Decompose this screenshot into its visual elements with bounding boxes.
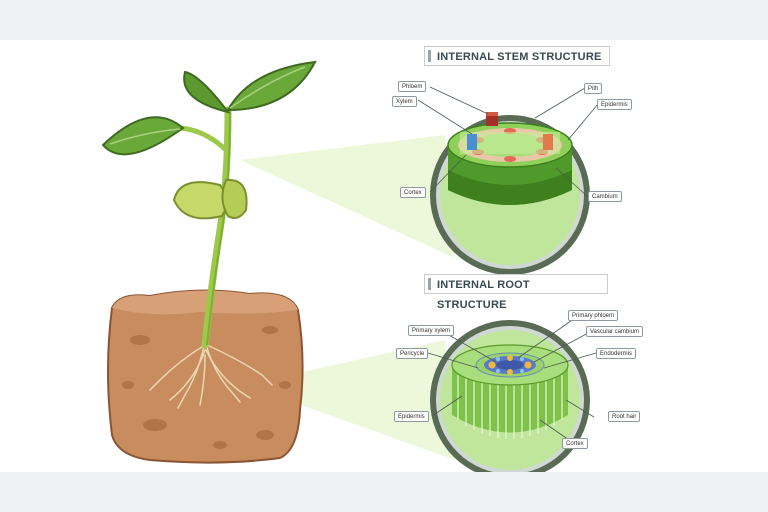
label-root-hair: Root hair xyxy=(608,411,641,422)
label-pith: Pith xyxy=(584,83,603,94)
label-stem-epidermis: Epidermis xyxy=(597,99,632,110)
stem-zoom-beam xyxy=(240,135,455,258)
label-primary-phloem: Primary phloem xyxy=(568,310,619,321)
label-pericycle: Pericycle xyxy=(396,348,429,359)
label-primary-xylem: Primary xylem xyxy=(408,325,455,336)
soil-block xyxy=(107,289,304,464)
stem-cross-section xyxy=(417,86,599,275)
plant-illustration xyxy=(101,60,599,472)
plant-leaves xyxy=(101,60,317,220)
plant-roots xyxy=(149,339,273,409)
root-zoom-beam xyxy=(245,340,455,460)
diagram-canvas: INTERNAL STEM STRUCTURE INTERNAL ROOT ST… xyxy=(0,40,768,472)
label-root-cortex: Cortex xyxy=(562,438,588,449)
label-root-epidermis: Epidermis xyxy=(394,411,429,422)
label-xylem: Xylem xyxy=(392,96,417,107)
label-phloem: Phloem xyxy=(398,81,427,92)
label-cambium: Cambium xyxy=(588,191,622,202)
label-stem-cortex: Cortex xyxy=(400,187,426,198)
root-structure-title: INTERNAL ROOT STRUCTURE xyxy=(424,274,608,311)
stem-structure-title: INTERNAL STEM STRUCTURE xyxy=(424,46,610,66)
label-vascular-cambium: Vascular cambium xyxy=(586,326,643,337)
root-cross-section xyxy=(427,315,597,472)
label-endodermis: Endodermis xyxy=(596,348,637,359)
